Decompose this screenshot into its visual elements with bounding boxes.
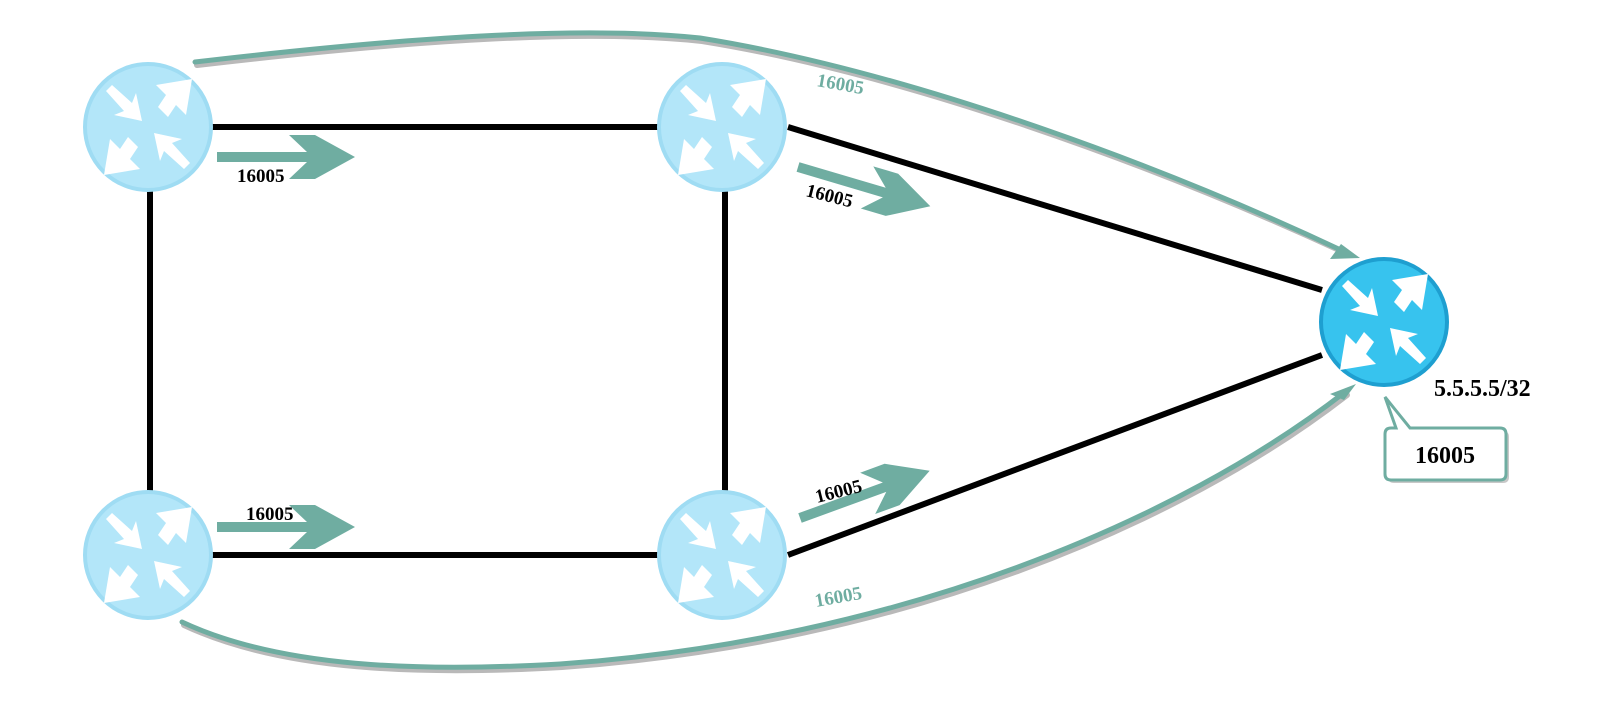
label-arrow-r4-r5 bbox=[798, 463, 930, 523]
callout-sid-label: 16005 bbox=[1415, 443, 1475, 469]
links bbox=[147, 124, 1324, 558]
label-arrow-r2-r5 bbox=[796, 162, 931, 216]
top-curve-arrow bbox=[192, 30, 1360, 259]
label-r3-r4: 16005 bbox=[246, 504, 294, 525]
label-arrow-r3-r4 bbox=[217, 505, 355, 549]
label-r1-r2: 16005 bbox=[237, 166, 285, 187]
label-bottom-curve: 16005 bbox=[813, 583, 863, 612]
link-r2-r5 bbox=[787, 124, 1323, 293]
link-r4-r5 bbox=[786, 352, 1324, 558]
router-r5-destination[interactable] bbox=[1319, 257, 1449, 387]
router-r2[interactable] bbox=[657, 62, 787, 192]
prefix-label: 5.5.5.5/32 bbox=[1434, 376, 1531, 402]
sid-callout: 16005 bbox=[1383, 396, 1509, 483]
router-r1[interactable] bbox=[83, 62, 213, 192]
bottom-curve-arrowhead bbox=[1330, 384, 1356, 400]
label-arrow-r1-r2 bbox=[217, 135, 355, 179]
router-r3[interactable] bbox=[83, 490, 213, 620]
bottom-curve-path bbox=[179, 389, 1348, 670]
top-curve-path bbox=[192, 30, 1348, 255]
router-r4[interactable] bbox=[657, 490, 787, 620]
bottom-curve-arrow bbox=[179, 384, 1356, 674]
top-curve-arrowhead bbox=[1330, 244, 1360, 259]
